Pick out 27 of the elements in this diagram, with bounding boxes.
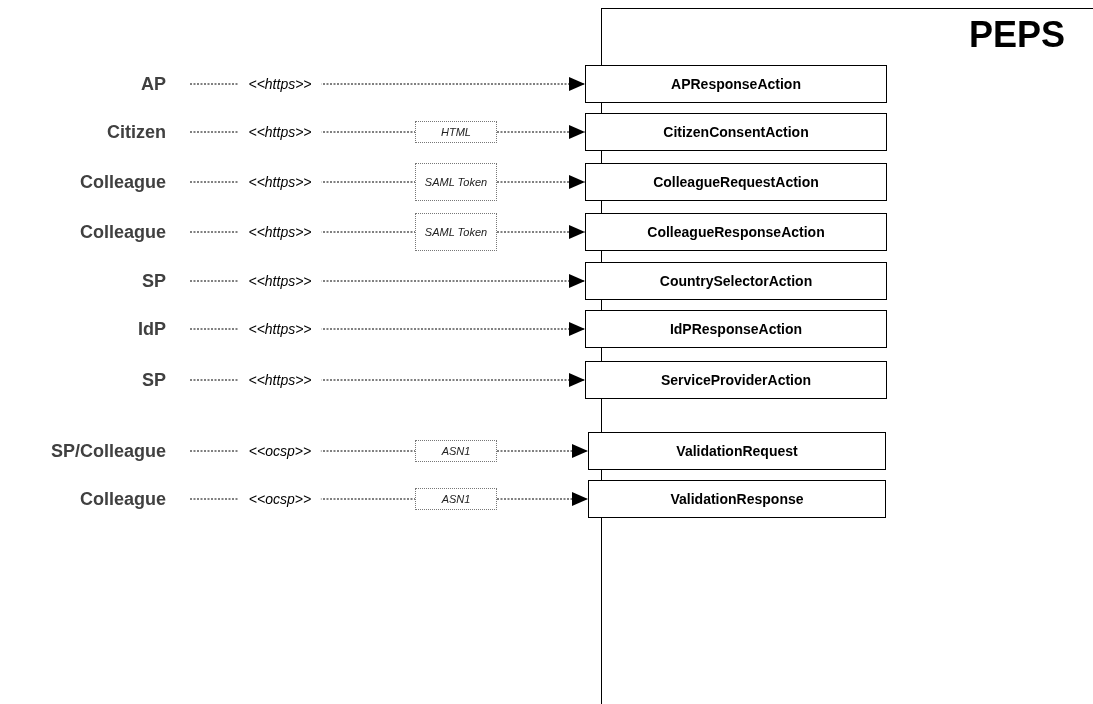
edge-label: <<https>> — [238, 75, 322, 93]
message-box: ASN1 — [415, 440, 497, 462]
actor-label: SP — [0, 269, 190, 293]
edge-label: <<https>> — [238, 223, 322, 241]
actor-label: Colleague — [0, 170, 190, 194]
arrow — [496, 125, 586, 139]
edge-label: <<https>> — [238, 272, 322, 290]
edge-label: <<https>> — [238, 173, 322, 191]
arrow — [496, 492, 589, 506]
actor-label: AP — [0, 72, 190, 96]
actor-label: IdP — [0, 317, 190, 341]
message-box: ASN1 — [415, 488, 497, 510]
system-title: PEPS — [968, 17, 1065, 53]
actor-label: Colleague — [0, 487, 190, 511]
message-box: SAML Token — [415, 213, 497, 251]
arrow — [496, 175, 586, 189]
actor-label: Colleague — [0, 220, 190, 244]
arrow — [496, 444, 589, 458]
actor-label: Citizen — [0, 120, 190, 144]
arrow — [496, 225, 586, 239]
actor-label: SP — [0, 368, 190, 392]
edge-label: <<https>> — [238, 371, 322, 389]
message-box: SAML Token — [415, 163, 497, 201]
edge-label: <<https>> — [238, 123, 322, 141]
actor-label: SP/Colleague — [0, 439, 190, 463]
message-box: HTML — [415, 121, 497, 143]
edge-label: <<https>> — [238, 320, 322, 338]
